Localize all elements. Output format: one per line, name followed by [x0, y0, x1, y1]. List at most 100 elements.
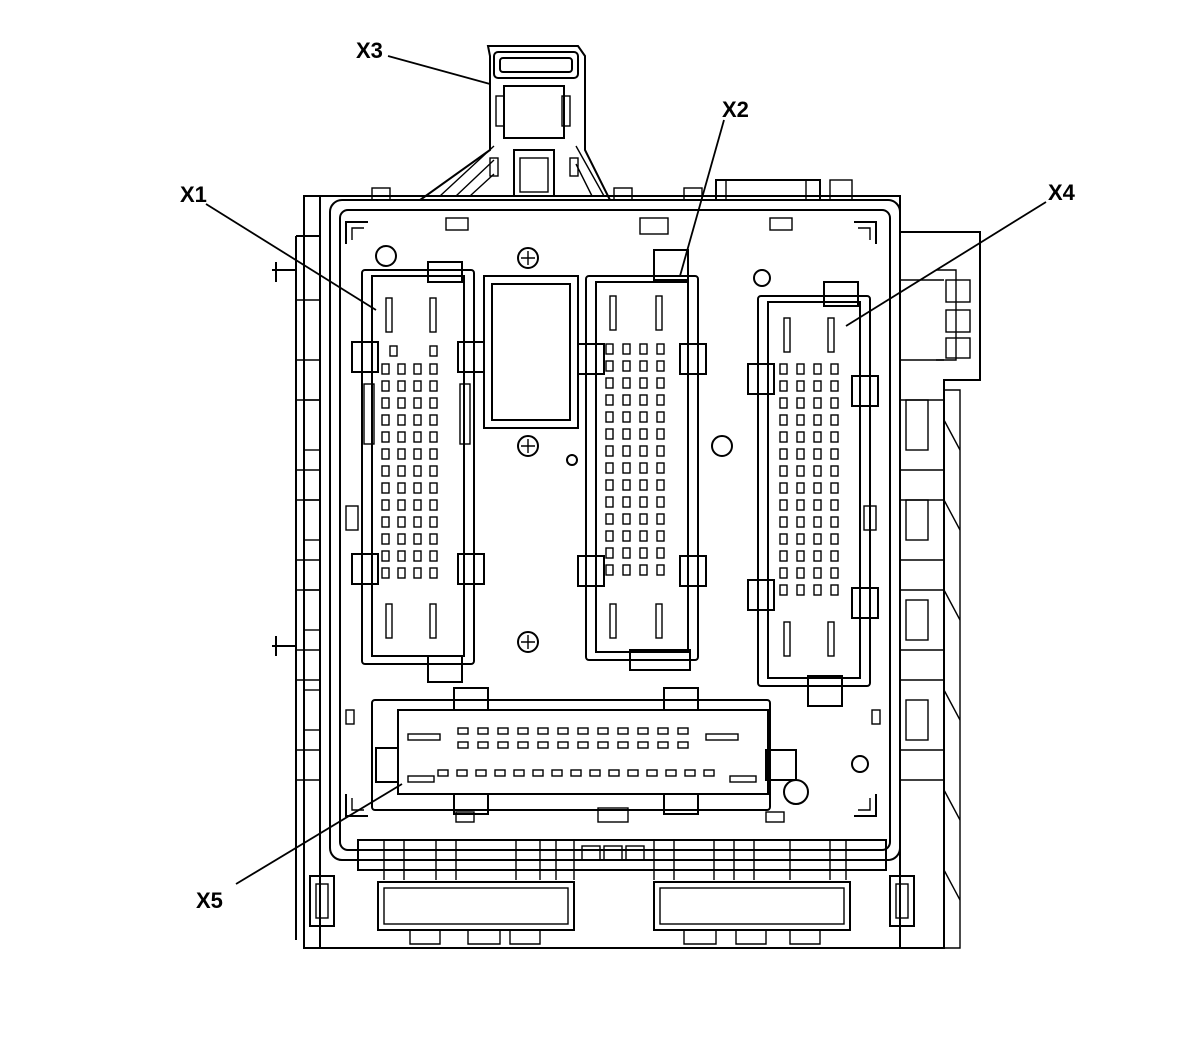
- connector-pin: [830, 414, 839, 426]
- connector-pin: [622, 513, 631, 525]
- connector-pin-long: [407, 775, 435, 783]
- connector-pin: [457, 741, 469, 749]
- connector-pin: [605, 411, 614, 423]
- connector-pin-long: [783, 621, 791, 657]
- connector-pin: [570, 769, 582, 777]
- connector-pin: [605, 377, 614, 389]
- connector-pin: [813, 567, 822, 579]
- connector-pin-long: [429, 297, 437, 333]
- connector-pin: [813, 550, 822, 562]
- connector-pin: [830, 584, 839, 596]
- connector-pin: [413, 516, 422, 528]
- connector-pin: [830, 431, 839, 443]
- connector-pin: [622, 530, 631, 542]
- connector-pin: [397, 465, 406, 477]
- connector-pin: [381, 431, 390, 443]
- connector-pin: [813, 431, 822, 443]
- connector-pin: [397, 414, 406, 426]
- connector-pin: [639, 496, 648, 508]
- connector-pin: [429, 567, 438, 579]
- leader-x2: [679, 119, 725, 277]
- connector-pin: [656, 479, 665, 491]
- connector-pin: [397, 448, 406, 460]
- connector-pin: [656, 360, 665, 372]
- connector-pin: [497, 727, 509, 735]
- connector-pin: [617, 727, 629, 735]
- connector-pin: [813, 414, 822, 426]
- connector-pin: [639, 394, 648, 406]
- connector-x5: [371, 687, 797, 815]
- connector-pin: [656, 428, 665, 440]
- connector-pin: [813, 482, 822, 494]
- connector-pin: [517, 741, 529, 749]
- connector-pin: [796, 499, 805, 511]
- connector-pin: [577, 727, 589, 735]
- connector-pin-long: [827, 621, 835, 657]
- connector-pin: [796, 414, 805, 426]
- connector-pin: [517, 727, 529, 735]
- connector-pin: [381, 465, 390, 477]
- connector-pin: [677, 727, 689, 735]
- connector-pin: [605, 530, 614, 542]
- connector-pin: [657, 727, 669, 735]
- connector-pin-long: [705, 733, 739, 741]
- connector-pin: [656, 547, 665, 559]
- connector-pin: [779, 584, 788, 596]
- connector-pin: [830, 550, 839, 562]
- connector-pin: [437, 769, 449, 777]
- connector-x4: [747, 281, 879, 707]
- connector-pin: [796, 431, 805, 443]
- connector-pin: [830, 567, 839, 579]
- connector-pin: [381, 567, 390, 579]
- connector-pin-long: [385, 297, 393, 333]
- connector-pin: [622, 377, 631, 389]
- connector-pin: [597, 741, 609, 749]
- connector-pin: [413, 448, 422, 460]
- connector-pin: [656, 394, 665, 406]
- connector-pin: [657, 741, 669, 749]
- connector-pin: [622, 394, 631, 406]
- connector-pin: [703, 769, 715, 777]
- connector-pin: [622, 462, 631, 474]
- connector-pin: [656, 530, 665, 542]
- connector-pin: [513, 769, 525, 777]
- callout-label-x4: X4: [1048, 180, 1076, 205]
- connector-pin: [796, 380, 805, 392]
- connector-pin: [389, 345, 398, 357]
- left-side-ribs: [272, 235, 321, 940]
- connector-pin: [475, 769, 487, 777]
- connector-pin: [813, 584, 822, 596]
- right-side-ribs: [899, 232, 971, 949]
- connector-pin-long: [655, 603, 663, 639]
- connector-pin: [557, 741, 569, 749]
- connector-pin: [477, 741, 489, 749]
- connector-pin: [397, 380, 406, 392]
- connector-pin: [796, 465, 805, 477]
- connector-pin: [497, 741, 509, 749]
- connector-pin-long: [429, 603, 437, 639]
- connector-pin-long: [609, 603, 617, 639]
- connector-pin: [413, 363, 422, 375]
- connector-pin: [622, 360, 631, 372]
- connector-pin: [413, 465, 422, 477]
- connector-pin: [684, 769, 696, 777]
- connector-pin: [830, 533, 839, 545]
- connector-pin: [830, 516, 839, 528]
- connector-pin: [622, 428, 631, 440]
- connector-pin: [413, 414, 422, 426]
- bottom-harness-area: [309, 839, 915, 945]
- connector-pin: [577, 741, 589, 749]
- connector-pin: [605, 445, 614, 457]
- connector-pin: [605, 462, 614, 474]
- connector-pin: [656, 377, 665, 389]
- connector-pin: [639, 428, 648, 440]
- connector-pin: [796, 516, 805, 528]
- connector-pin: [830, 363, 839, 375]
- connector-pin: [779, 431, 788, 443]
- connector-pin: [779, 397, 788, 409]
- connector-pin: [813, 363, 822, 375]
- connector-pin: [779, 550, 788, 562]
- connector-pin: [622, 547, 631, 559]
- connector-pin: [656, 343, 665, 355]
